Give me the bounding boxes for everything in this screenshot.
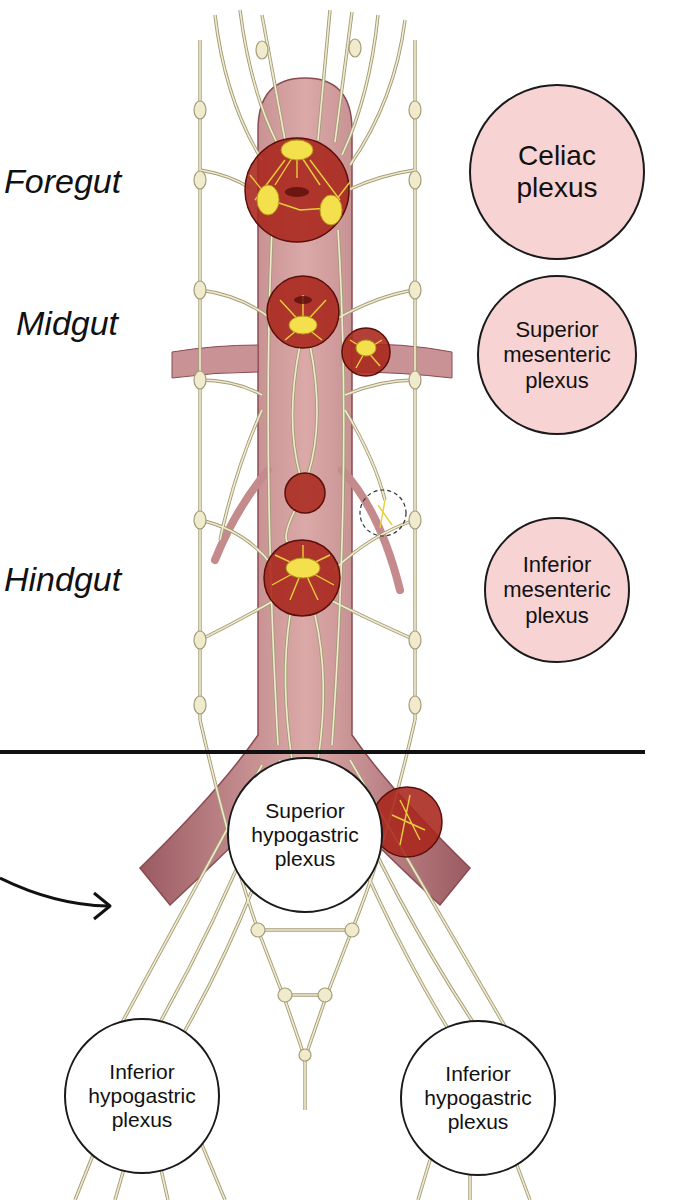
text-holder: Superior mesenteric plexus xyxy=(495,317,620,393)
plexus-circle: Superior mesenteric plexus xyxy=(477,275,637,435)
plexus-name: Inferior mesenteric plexus xyxy=(495,552,620,628)
plexus-name: Celiac plexus xyxy=(490,140,625,204)
text-holder: Superior hypogastric plexus xyxy=(243,799,368,871)
plexus-circle: Celiac plexus xyxy=(469,84,645,260)
plexus-circle: Inferior hypogastric plexus xyxy=(400,1020,556,1176)
plexus-circle: Superior hypogastric plexus xyxy=(227,757,383,913)
plexus-circle: Inferior hypogastric plexus xyxy=(64,1018,220,1174)
text-holder: Inferior mesenteric plexus xyxy=(495,552,620,628)
gut-region-label: Foregut xyxy=(4,162,121,201)
gut-region-label: Hindgut xyxy=(4,560,121,599)
text-holder: Inferior hypogastric plexus xyxy=(80,1060,205,1132)
plexus-name: Inferior hypogastric plexus xyxy=(80,1060,205,1132)
plexus-name: Inferior hypogastric plexus xyxy=(416,1062,541,1134)
text-holder: Inferior hypogastric plexus xyxy=(416,1062,541,1134)
plexus-name: Superior hypogastric plexus xyxy=(243,799,368,871)
text-holder: Celiac plexus xyxy=(490,140,625,204)
plexus-name: Superior mesenteric plexus xyxy=(495,317,620,393)
plexus-circle: Inferior mesenteric plexus xyxy=(484,517,630,663)
gut-region-label: Midgut xyxy=(16,304,118,343)
